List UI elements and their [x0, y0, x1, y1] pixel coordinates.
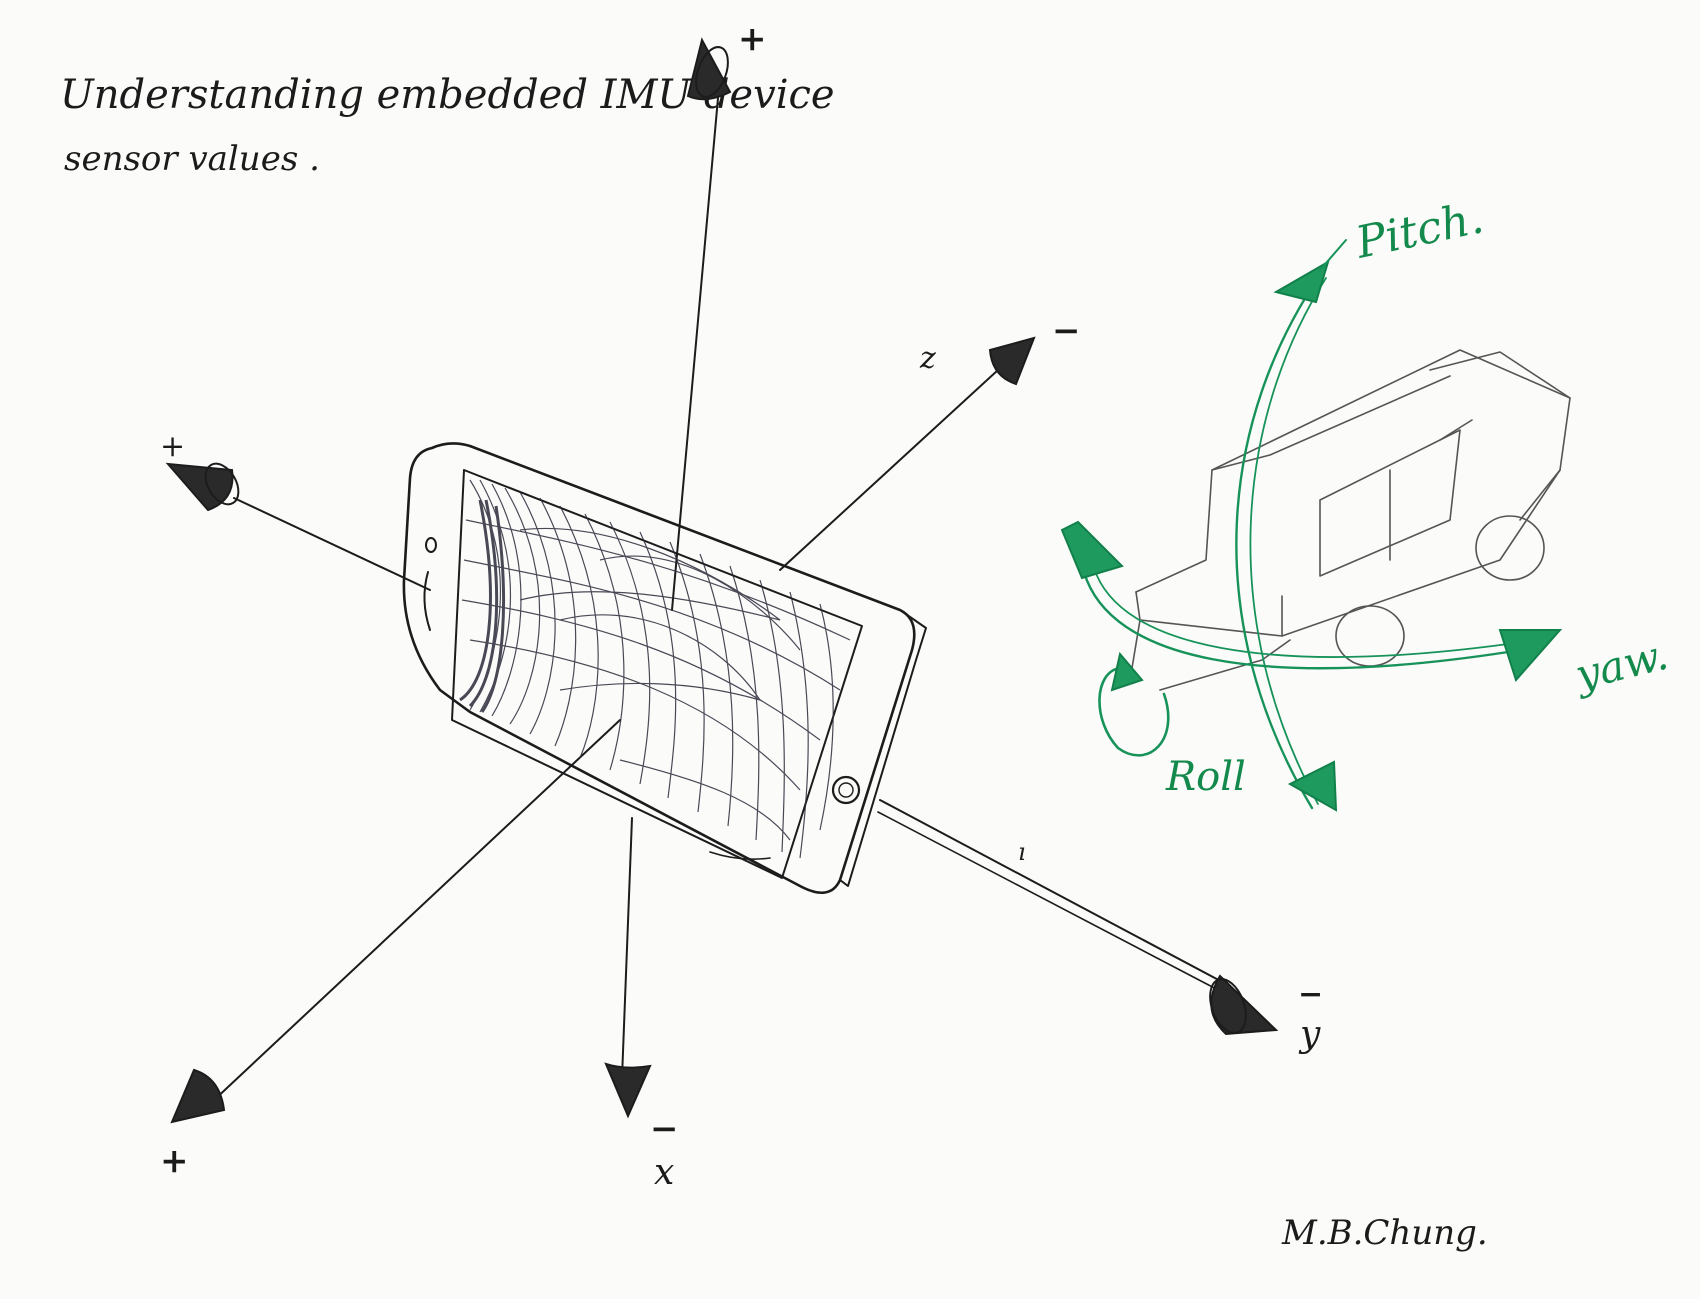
title-line-2: sensor values . [64, 139, 320, 179]
bottom-left-arrowhead [172, 1070, 224, 1122]
left-bottom-sign: + [160, 1141, 189, 1181]
roll-arrowhead [1112, 654, 1142, 690]
z-axis-sign: − [1052, 311, 1081, 351]
phone-speaker [424, 572, 430, 630]
y-axis-sign: − [1298, 977, 1323, 1012]
pitch-arrowhead-top [1276, 262, 1328, 302]
motion-labels: Pitch. yaw. Roll [1165, 192, 1673, 800]
vertical-bottom-label: x [654, 1152, 674, 1193]
pitch-arc [1236, 272, 1322, 808]
author-signature: M.B.Chung. [1281, 1213, 1488, 1253]
bottom-arrowhead [606, 1064, 650, 1116]
z-axis-label: z [919, 341, 936, 376]
pitch-arrowhead-bottom [1290, 762, 1336, 810]
car-mirror [1440, 420, 1472, 440]
left-axis-line [234, 498, 430, 590]
roll-label: Roll [1165, 754, 1246, 800]
car-rear-roof [1430, 352, 1570, 398]
yaw-label: yaw. [1569, 630, 1673, 701]
z-axis-line [780, 370, 998, 570]
phone-screen-shading [460, 480, 850, 858]
phone-home-button-inner [839, 783, 853, 797]
car-body-side [1136, 470, 1560, 636]
z-arrowhead [990, 338, 1034, 384]
smartphone-sketch [404, 443, 926, 892]
vertical-top-sign: + [738, 19, 767, 59]
phone-screen-outline [452, 470, 862, 878]
y-axis-line [880, 800, 1228, 985]
axis-arrowheads [168, 40, 1276, 1122]
diagonal-axis-line [212, 720, 620, 1102]
pitch-pointer [1320, 240, 1346, 270]
small-tick-mark: ı [1018, 838, 1026, 866]
vertical-axis-lower [622, 818, 632, 1078]
phone-home-button [833, 777, 859, 803]
pitch-arc-2 [1250, 278, 1326, 804]
car-roof-outline [1136, 350, 1570, 592]
yaw-arrowhead-left [1062, 522, 1122, 578]
left-top-sign: + [160, 429, 185, 464]
axis-lines [212, 98, 1228, 1102]
vertical-bottom-sign: − [650, 1109, 679, 1149]
car-underside [1160, 640, 1290, 690]
y-axis-label: y [1298, 1014, 1321, 1055]
pitch-label: Pitch. [1351, 192, 1488, 269]
yaw-arrowhead-right [1500, 630, 1560, 680]
phone-camera [426, 538, 436, 552]
car-rear-wheel [1476, 516, 1544, 580]
y-axis-line-2 [878, 812, 1222, 992]
car-roof-ridge [1212, 376, 1450, 470]
